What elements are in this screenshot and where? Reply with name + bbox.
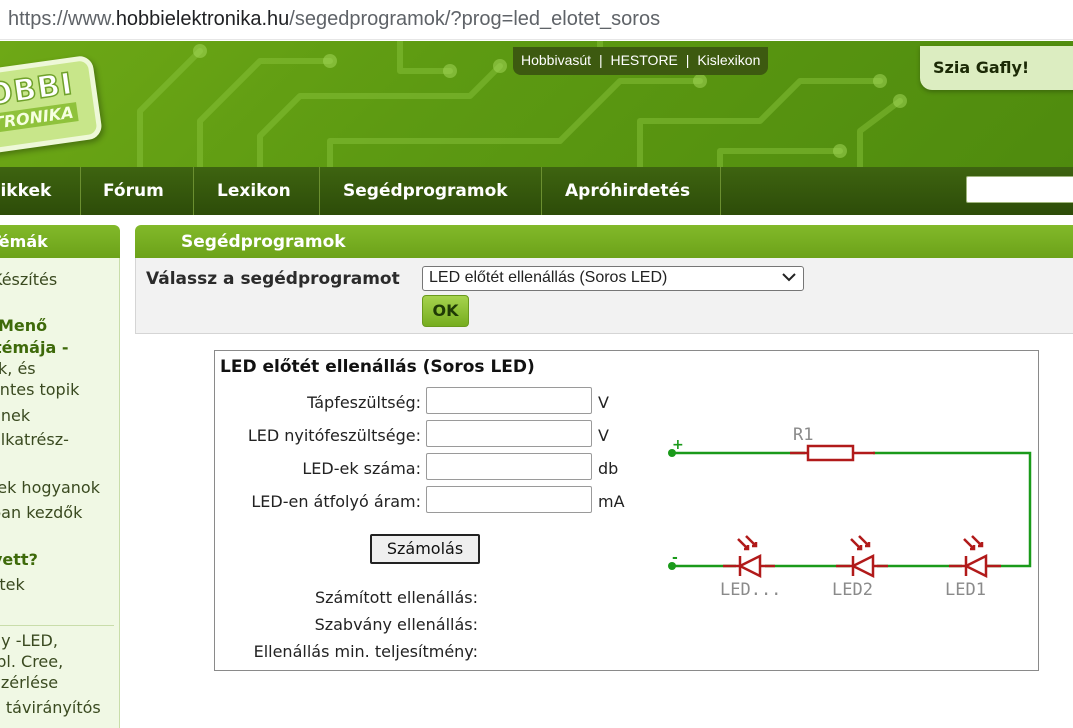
sidebar-item[interactable]: témája -: [0, 338, 69, 357]
nav-item-aprohirdetes[interactable]: Apróhirdetés: [565, 181, 691, 201]
sidebar-title: Témák: [0, 225, 120, 258]
calculate-button[interactable]: Számolás: [370, 534, 480, 564]
led-label: LED2: [832, 580, 873, 600]
nav-divider: [193, 167, 194, 215]
result-calculated-resistance: Számított ellenállás:: [314, 588, 478, 607]
top-link-hobbivasut[interactable]: Hobbivasút: [521, 52, 592, 68]
top-link-kislexikon[interactable]: Kislexikon: [697, 52, 761, 68]
nav-item-segedprogramok[interactable]: Segédprogramok: [343, 181, 508, 201]
nav-divider: [541, 167, 542, 215]
program-selector-panel: Válassz a segédprogramot LED előtét elle…: [135, 258, 1073, 334]
top-link-hestore[interactable]: HESTORE: [610, 52, 678, 68]
led-symbol: [836, 535, 888, 579]
nav-item-forum[interactable]: Fórum: [103, 181, 164, 201]
supply-voltage-input[interactable]: [426, 387, 592, 414]
sidebar-title-text: Témák: [0, 232, 48, 251]
nav-divider: [319, 167, 320, 215]
url-domain: hobbielektronika.hu: [115, 8, 290, 30]
minus-label: -: [672, 550, 678, 566]
plus-label: +: [672, 437, 684, 453]
sidebar-item[interactable]: Készítés: [0, 270, 58, 289]
chevron-down-icon: [782, 273, 796, 282]
circuit-diagram: + - R1 LED... LED2: [668, 425, 1032, 600]
sidebar-item[interactable]: alkatrész-: [0, 430, 69, 449]
result-standard-resistance: Szabvány ellenállás:: [314, 615, 478, 634]
unit-label: V: [598, 426, 609, 445]
sidebar-item[interactable]: vett?: [0, 550, 38, 569]
sidebar-item[interactable]: ezérlése: [0, 673, 59, 692]
url-text[interactable]: https://www.hobbielektronika.hu/segedpro…: [8, 8, 660, 31]
sidebar-item[interactable]: a távirányítós: [0, 698, 101, 717]
sidebar-item[interactable]: rek hogyanok: [0, 478, 100, 497]
led-symbol: [723, 535, 775, 579]
top-link-separator: |: [685, 52, 690, 68]
unit-label: mA: [598, 492, 625, 511]
unit-label: V: [598, 393, 609, 412]
calculator-box: LED előtét ellenállás (Soros LED) Tápfes…: [214, 350, 1039, 671]
sidebar-item[interactable]: ny -LED,: [0, 631, 58, 650]
sidebar-item[interactable]: Menő: [0, 316, 48, 335]
url-path: /segedprogramok/?prog=led_elotet_soros: [289, 8, 661, 30]
circuit-terminals: [668, 449, 676, 570]
sidebar-item[interactable]: (pl. Cree,: [0, 652, 64, 671]
sidebar-item[interactable]: antes topik: [0, 380, 80, 399]
sidebar: Készítés Menő témája - k, és antes topik…: [0, 258, 120, 728]
program-select[interactable]: LED előtét ellenállás (Soros LED): [422, 266, 804, 291]
field-label: LED-en átfolyó áram:: [251, 492, 421, 511]
sidebar-divider: [0, 625, 114, 626]
circuit-background: [137, 41, 907, 167]
ok-button[interactable]: OK: [422, 295, 469, 327]
sidebar-item[interactable]: k, és: [0, 359, 36, 378]
address-bar[interactable]: https://www.hobbielektronika.hu/segedpro…: [0, 0, 1073, 40]
field-label: LED-ek száma:: [302, 459, 421, 478]
led-label: LED1: [945, 580, 986, 600]
nav-divider: [80, 167, 81, 215]
calculator-title: LED előtét ellenállás (Soros LED): [220, 357, 535, 377]
user-greeting[interactable]: Szia Gafly!: [920, 46, 1073, 90]
led-current-input[interactable]: [426, 486, 592, 513]
led-label: LED...: [720, 580, 781, 600]
circuit-wires: [672, 451, 1032, 568]
search-input[interactable]: [966, 176, 1073, 203]
sidebar-item[interactable]: ban kezdők: [0, 503, 83, 522]
url-prefix: https://www.: [8, 8, 116, 30]
site-header: OBBI TRONIKA Hobbivasút | HESTORE | Kisl…: [0, 41, 1073, 167]
nav-item-cikkek[interactable]: Cikkek: [0, 181, 52, 201]
unit-label: db: [598, 459, 619, 478]
sidebar-item[interactable]: ztek: [0, 575, 25, 594]
sidebar-item[interactable]: ének: [0, 406, 31, 425]
nav-item-lexikon[interactable]: Lexikon: [217, 181, 291, 201]
top-links: Hobbivasút | HESTORE | Kislexikon: [513, 47, 769, 75]
led-count-input[interactable]: [426, 453, 592, 480]
resistor-label: R1: [793, 425, 813, 445]
select-value: LED előtét ellenállás (Soros LED): [429, 269, 668, 286]
led-symbol: [949, 535, 1001, 579]
nav-divider: [720, 167, 721, 215]
led-forward-voltage-input[interactable]: [426, 420, 592, 447]
select-label: Válassz a segédprogramot: [146, 269, 400, 289]
top-link-separator: |: [598, 52, 603, 68]
resistor-symbol: [790, 444, 875, 462]
field-label: LED nyitófeszültsége:: [247, 426, 421, 445]
result-min-power: Ellenállás min. teljesítmény:: [253, 642, 478, 661]
main-nav: Cikkek Fórum Lexikon Segédprogramok Apró…: [0, 167, 1073, 215]
panel-title: Segédprogramok: [135, 225, 1073, 258]
field-label: Tápfeszültség:: [307, 393, 421, 412]
